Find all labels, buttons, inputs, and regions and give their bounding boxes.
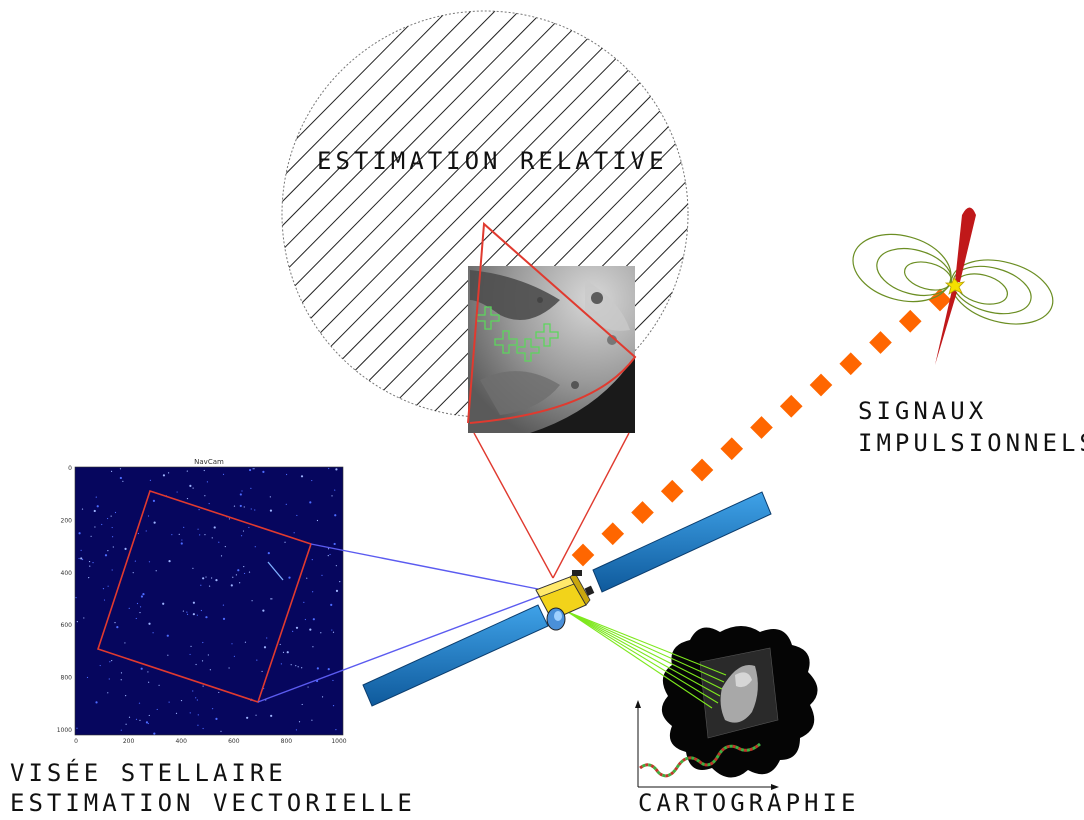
navcam-x-ticks: 0 200 400 600 800 1000 xyxy=(74,738,347,745)
label-mapping: CARTOGRAPHIE xyxy=(638,789,860,817)
navcam-x-tick: 400 xyxy=(175,738,187,745)
navcam-y-tick: 600 xyxy=(61,622,73,629)
navcam-y-tick: 800 xyxy=(61,675,73,682)
label-star-sighting-line1: VISÉE STELLAIRE xyxy=(10,759,287,787)
navcam-y-tick: 400 xyxy=(61,570,73,577)
moon-surface-image xyxy=(468,266,635,433)
navcam-y-tick: 200 xyxy=(61,517,73,524)
label-pulsar-signals-line1: SIGNAUX xyxy=(858,397,988,425)
navcam-x-tick: 800 xyxy=(281,738,293,745)
spacecraft xyxy=(535,570,595,631)
star-tracker-lines xyxy=(257,543,544,703)
lidar-beams xyxy=(567,611,727,709)
asteroid-map xyxy=(661,626,818,778)
navcam-x-tick: 200 xyxy=(123,738,135,745)
navcam-y-ticks: 0 200 400 600 800 1000 xyxy=(57,465,72,734)
pulsar-signal-beam xyxy=(571,288,952,567)
navcam-y-tick: 1000 xyxy=(57,727,72,734)
navcam-star-field: NavCam 0 200 400 600 800 1000 0 200 400 600 800 10… xyxy=(57,458,347,745)
camera-field-of-view xyxy=(467,221,637,579)
feature-crosses xyxy=(476,306,559,362)
label-relative-estimation: ESTIMATION RELATIVE xyxy=(317,147,668,175)
label-star-sighting-line2: ESTIMATION VECTORIELLE xyxy=(10,789,416,817)
pulsar xyxy=(852,207,1054,365)
navcam-x-tick: 0 xyxy=(74,738,78,745)
navcam-x-tick: 1000 xyxy=(331,738,346,745)
navcam-y-tick: 0 xyxy=(68,465,72,472)
navcam-title: NavCam xyxy=(194,458,224,466)
solar-panel-left xyxy=(362,604,549,707)
label-pulsar-signals-line2: IMPULSIONNELS xyxy=(858,429,1084,457)
navcam-x-tick: 600 xyxy=(228,738,240,745)
trajectory-plot xyxy=(635,700,779,790)
solar-panel-right xyxy=(592,491,772,593)
